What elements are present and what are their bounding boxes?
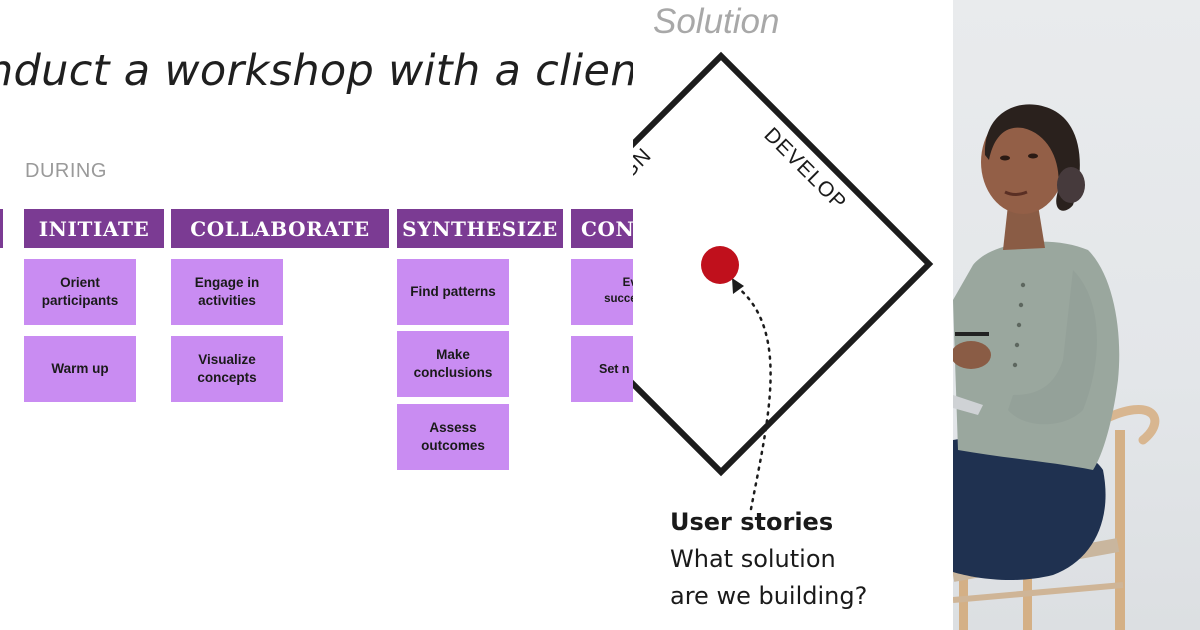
workshop-slide-panel: nduct a workshop with a clien DURING INI… <box>0 46 633 470</box>
woman-with-notebook-photo <box>953 104 1160 630</box>
chair-rail <box>953 582 1124 603</box>
column-header-synthesize: SYNTHESIZE <box>397 209 563 248</box>
slide-title: nduct a workshop with a clien <box>0 46 633 96</box>
user-stories-line-2: are we building? <box>670 582 868 610</box>
sticky-note: Evalu success ses <box>571 259 633 325</box>
diagram-title: Solution <box>653 2 780 41</box>
red-marker-dot <box>701 246 739 284</box>
sticky-note: Make conclusions <box>397 331 509 397</box>
sticky-note: Set n ste <box>571 336 633 402</box>
chair-back <box>1098 405 1160 445</box>
pen-icon <box>955 332 989 336</box>
diamond-outline <box>633 51 934 477</box>
sticky-note: Visualize concepts <box>171 336 283 402</box>
user-stories-line-1: What solution <box>670 545 836 573</box>
chair-leg <box>959 560 968 630</box>
hand <box>953 341 991 369</box>
sticky-note: Orient participants <box>24 259 136 325</box>
diagram-panel: DEVELOP GN Solution User stories What so… <box>633 0 953 630</box>
photo-panel <box>953 0 1200 630</box>
arm <box>1008 270 1097 425</box>
pants <box>953 436 1106 581</box>
column-header-collaborate: COLLABORATE <box>171 209 389 248</box>
sticky-note: Find patterns <box>397 259 509 325</box>
chair-leg <box>1115 430 1125 630</box>
phase-label: DURING <box>25 160 107 182</box>
column-header-initiate: INITIATE <box>24 209 164 248</box>
arrow-head-icon <box>732 278 744 294</box>
hair <box>984 104 1080 211</box>
dotted-arrow <box>734 284 772 511</box>
notebook-icon <box>953 395 983 415</box>
cut-off-column-header <box>0 209 3 248</box>
neck <box>1003 205 1045 250</box>
sticky-note: Engage in activities <box>171 259 283 325</box>
sticky-note: Assess outcomes <box>397 404 509 470</box>
user-stories-title: User stories <box>670 508 834 536</box>
column-header-conclude: CON <box>571 209 633 248</box>
design-label-cut: GN <box>633 144 656 184</box>
sticky-note: Warm up <box>24 336 136 402</box>
hair-bun <box>1057 167 1085 203</box>
double-diamond-diagram: DEVELOP GN <box>633 51 934 511</box>
